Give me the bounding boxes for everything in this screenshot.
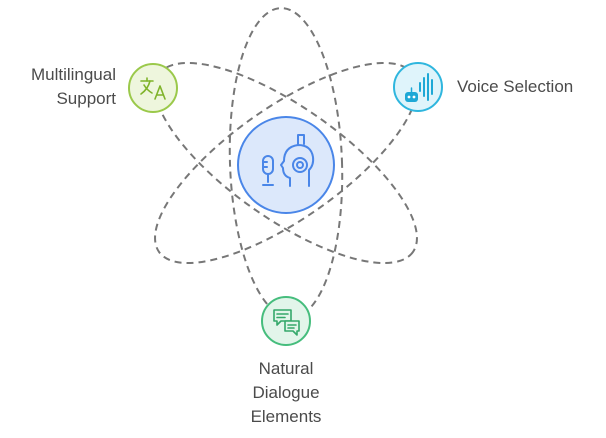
node-voice-selection: [393, 62, 443, 112]
label-line: Multilingual: [30, 65, 116, 84]
label-line: Voice Selection: [457, 77, 574, 96]
robot-soundwave-icon: [405, 73, 433, 102]
label-multilingual-support: Multilingual Support: [31, 63, 116, 111]
node-natural-dialogue: [261, 296, 311, 346]
label-line: Natural: [258, 359, 314, 378]
label-natural-dialogue-elements: Natural Dialogue Elements: [240, 357, 332, 429]
label-voice-selection: Voice Selection: [457, 75, 573, 99]
microphone-head-icon: [262, 134, 315, 187]
label-line: Dialogue: [252, 383, 320, 402]
chat-bubbles-icon: [273, 309, 300, 336]
translate-icon: [140, 77, 166, 100]
center-node: [237, 116, 335, 214]
label-line: Support: [56, 89, 116, 108]
label-line: Elements: [250, 407, 322, 426]
node-multilingual: [128, 63, 178, 113]
